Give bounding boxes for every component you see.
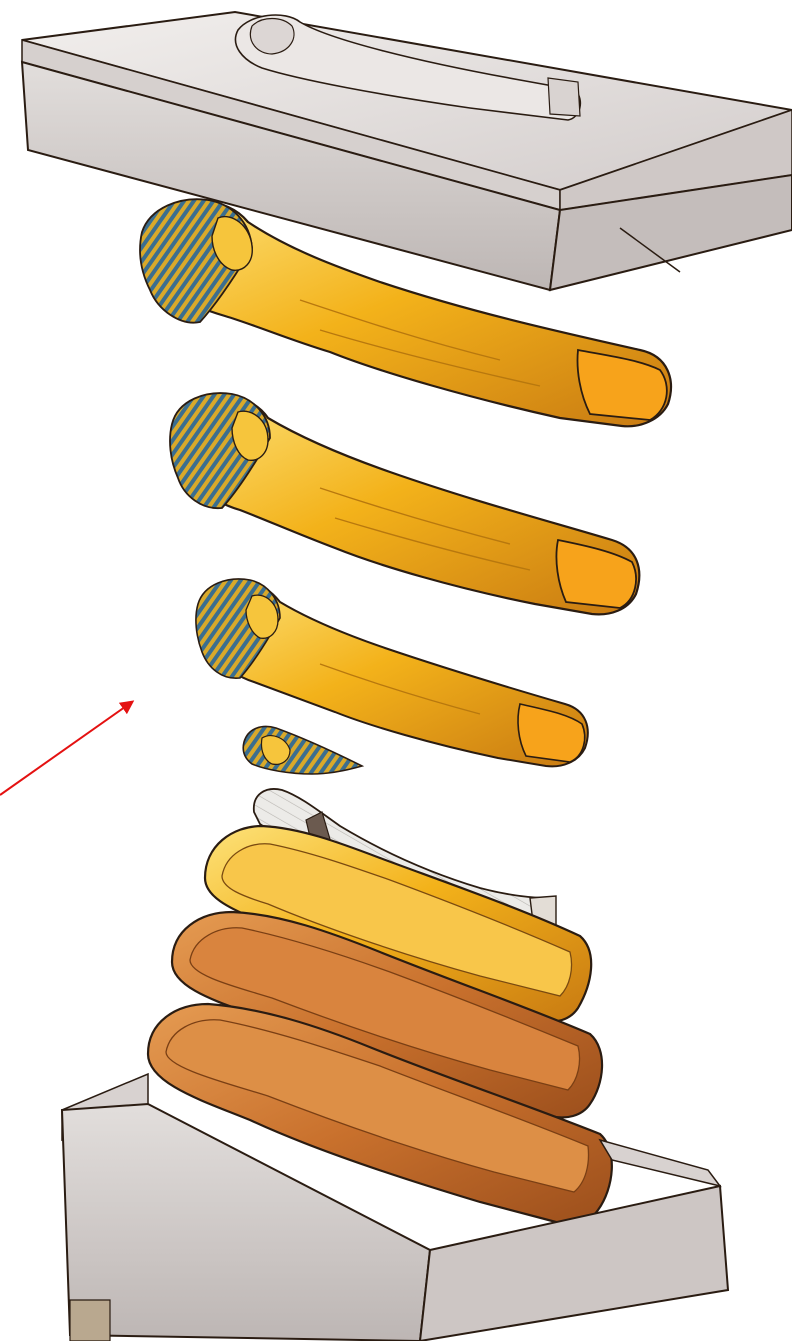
funerary-mask bbox=[243, 727, 362, 774]
sarcophagus-lid bbox=[22, 12, 792, 290]
pointer-arrow bbox=[0, 702, 132, 795]
